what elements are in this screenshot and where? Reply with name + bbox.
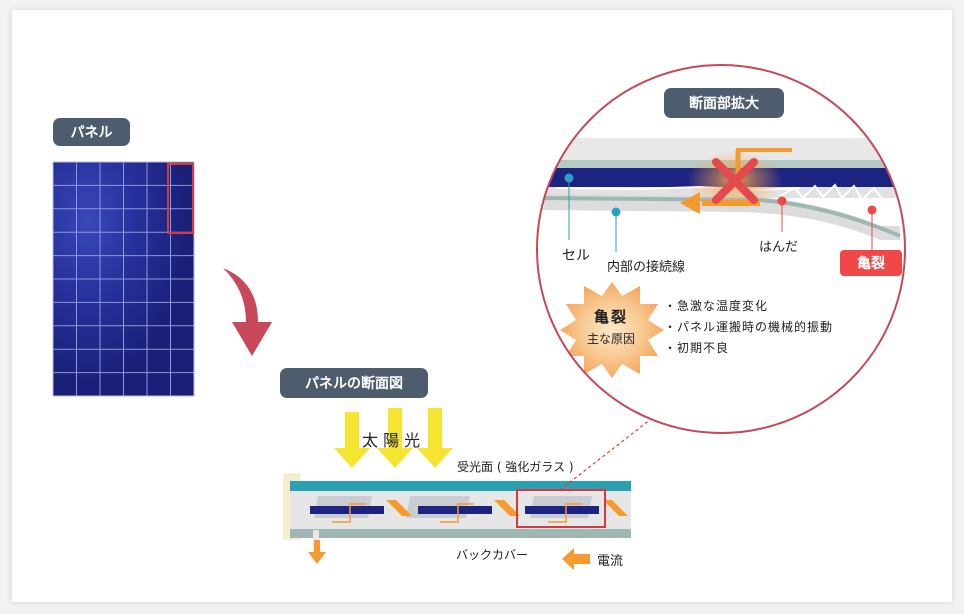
- zoom-circle: [536, 64, 906, 434]
- sunlight-label: 太 陽 光: [362, 431, 421, 450]
- cell-label: セル: [562, 248, 590, 264]
- sunlight-arrows: [334, 408, 453, 468]
- cause-item: ・急激な温度変化: [664, 299, 769, 313]
- cross-section: [283, 411, 661, 564]
- crack-badge: 亀裂: [840, 250, 902, 276]
- back-cover-label: バックカバー: [456, 548, 529, 562]
- starburst-title: 亀裂: [594, 308, 629, 326]
- solar-panel: [52, 161, 195, 397]
- curved-arrow: [223, 268, 272, 356]
- receiving-surface-label: 受光面 ( 強化ガラス ): [457, 460, 574, 474]
- panel-highlight-box: [167, 163, 194, 234]
- cause-item: ・パネル運搬時の機械的振動: [664, 320, 834, 334]
- current-label: 電流: [597, 554, 624, 569]
- cause-list: ・急激な温度変化 ・パネル運搬時の機械的振動 ・初期不良: [664, 296, 833, 359]
- cross-section-label: パネルの断面図: [280, 368, 428, 398]
- internal-wire-label: 内部の接続線: [607, 260, 686, 275]
- section-zoom-label: 断面部拡大: [664, 88, 784, 118]
- cause-item: ・初期不良: [664, 341, 730, 355]
- panel-label: パネル: [53, 118, 130, 146]
- cause-starburst: [560, 282, 664, 378]
- break-x-icon: [712, 158, 758, 204]
- section-highlight-box: [516, 489, 606, 528]
- solder-label: はんだ: [759, 240, 799, 255]
- starburst-subtitle: 主な原因: [587, 332, 636, 346]
- current-arrow-icon: [562, 548, 590, 570]
